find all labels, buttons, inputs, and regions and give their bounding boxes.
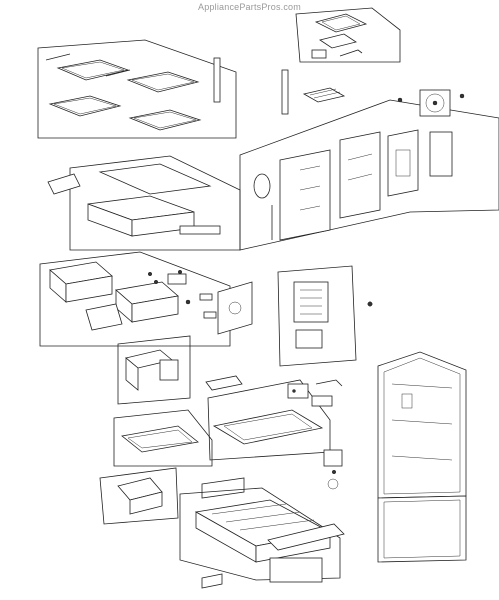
slide-rail[interactable] [201,477,245,499]
screw[interactable] [331,469,337,475]
crisper-cover[interactable] [85,303,123,331]
glass-shelf[interactable] [128,109,202,131]
connector[interactable] [311,395,333,407]
filter-housing[interactable] [293,281,329,323]
deli-drawer-group [47,155,241,251]
air-duct[interactable] [339,131,381,219]
lamp-socket[interactable] [203,311,217,319]
foot-bracket[interactable] [201,573,223,589]
harness[interactable] [339,49,363,57]
screw[interactable] [147,271,153,277]
ice-tray[interactable] [311,49,327,59]
ice-chute[interactable] [281,69,289,115]
control-group [185,281,253,335]
center-shelf-group [207,379,343,461]
door-bin-group [117,335,243,405]
deli-drawer[interactable] [87,195,195,237]
cabinet[interactable] [377,351,467,563]
damper-assembly[interactable] [387,129,419,197]
screw[interactable] [153,279,159,285]
ice-maker-group [281,7,401,115]
center-shelf[interactable] [212,409,324,445]
shelf-bracket[interactable] [213,57,221,103]
freezer-basket-group [99,449,345,589]
shelves-group [37,39,237,139]
glass-shelf[interactable] [126,71,200,93]
icemaker-control[interactable] [287,383,309,399]
freezer-rail[interactable] [117,477,163,515]
evaporator-cover[interactable] [279,149,331,241]
ice-auger[interactable] [327,478,339,490]
screw[interactable] [367,301,373,307]
shelf-rail[interactable] [105,69,131,77]
crisper-drawer[interactable] [115,281,179,323]
glass-shelf[interactable] [48,95,122,117]
control-housing[interactable] [217,281,253,335]
fan-motor[interactable] [419,89,451,117]
drawer-rail[interactable] [47,173,81,195]
glass-shelf[interactable] [56,59,130,81]
fan-grille[interactable] [302,87,346,103]
filter-group [277,265,373,367]
thermostat[interactable] [199,293,213,301]
drawer-slide[interactable] [179,225,221,235]
screw[interactable] [459,93,465,99]
ice-maker-cover[interactable] [314,13,368,33]
watermark: AppliancePartsPros.com [198,2,301,12]
evaporator-group [239,89,499,251]
screw[interactable] [185,299,191,305]
duct-seal-ring[interactable] [253,173,271,199]
pantry-group [113,409,213,467]
ice-maker-motor[interactable] [319,33,357,49]
filter-cover[interactable] [295,329,323,349]
screw[interactable] [177,269,183,275]
ice-bucket[interactable] [267,523,345,551]
evaporator-coil[interactable] [429,131,453,177]
door-bin[interactable] [125,349,173,391]
ice-crusher-assembly[interactable] [269,557,323,583]
drawer-cover-glass[interactable] [98,163,212,195]
bin-divider[interactable] [159,359,179,381]
wire-harness[interactable] [315,379,343,387]
fan-motor-small[interactable] [323,449,343,467]
crisper-group [39,251,231,347]
shelf-rail[interactable] [45,53,71,61]
screw[interactable] [397,97,403,103]
crisper-drawer[interactable] [49,261,113,303]
egg-tray[interactable] [205,375,243,391]
humidity-control[interactable] [167,273,187,285]
pantry-drawer[interactable] [121,425,199,453]
